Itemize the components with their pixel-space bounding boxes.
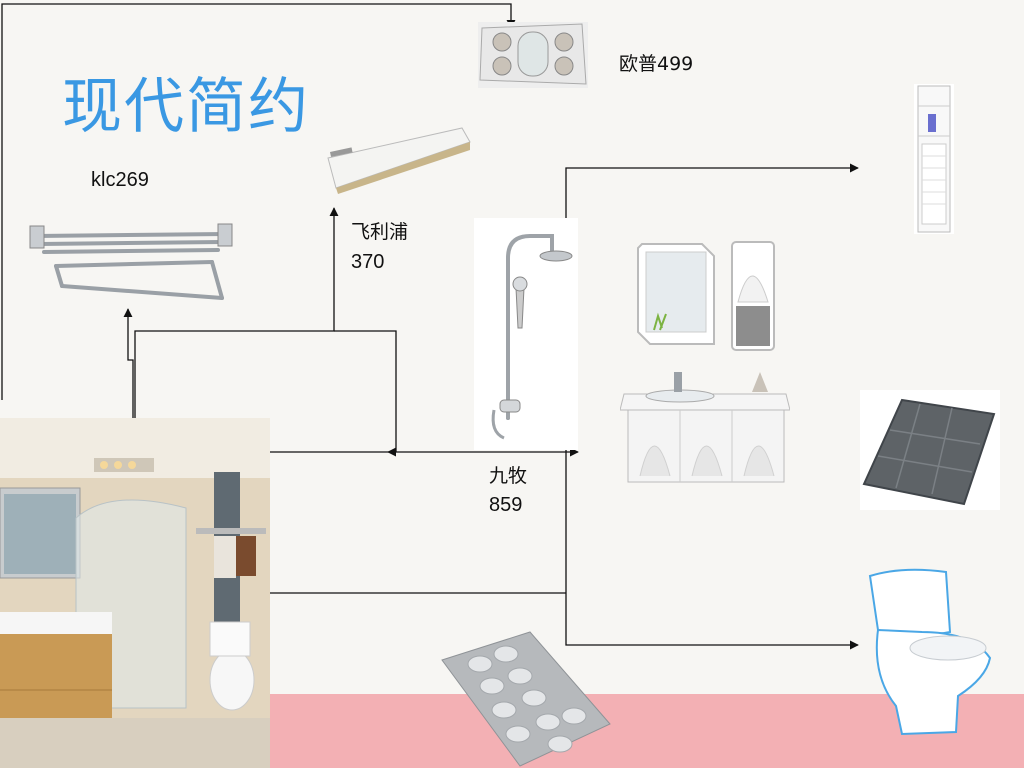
- bathroom-scene-image: [0, 418, 270, 768]
- vanity[interactable]: [619, 366, 791, 484]
- shower-model: 859: [489, 494, 523, 516]
- shower-icon: [491, 234, 573, 440]
- cabinet-icon: [917, 85, 951, 233]
- mirror-side-cabinet[interactable]: [730, 240, 776, 352]
- connector-branch: [334, 330, 397, 452]
- bath-mat-dark[interactable]: [860, 390, 1000, 510]
- tall-cabinet[interactable]: [914, 84, 954, 234]
- toilet[interactable]: [862, 566, 994, 738]
- heater-label: 欧普499: [619, 53, 694, 75]
- ceiling-heater-icon: [479, 23, 587, 85]
- floor-rug[interactable]: [440, 630, 612, 768]
- bath-light-model: 370: [351, 251, 385, 273]
- mat-icon: [862, 398, 996, 506]
- sink-cabinet-icon: [619, 372, 791, 483]
- wall-light-icon: [327, 127, 471, 194]
- bathroom-photo: [0, 418, 270, 768]
- mirror-icon: [637, 243, 715, 345]
- rug-icon: [441, 631, 611, 767]
- shower-set[interactable]: [474, 218, 578, 450]
- bath-heater[interactable]: [478, 22, 588, 88]
- mirror-cabinet[interactable]: [636, 240, 716, 348]
- towel-rack-icon: [29, 223, 233, 300]
- bath-light-brand: 飞利浦: [351, 221, 409, 243]
- towel-rack[interactable]: [26, 208, 236, 308]
- connector-towel-rack: [123, 308, 134, 418]
- towel-rack-label: klc269: [91, 169, 149, 191]
- shower-brand: 九牧: [489, 465, 528, 487]
- toilet-icon: [868, 568, 992, 736]
- bath-light[interactable]: [322, 122, 472, 194]
- side-cabinet-icon: [731, 241, 775, 351]
- page-title: 现代简约: [62, 72, 310, 142]
